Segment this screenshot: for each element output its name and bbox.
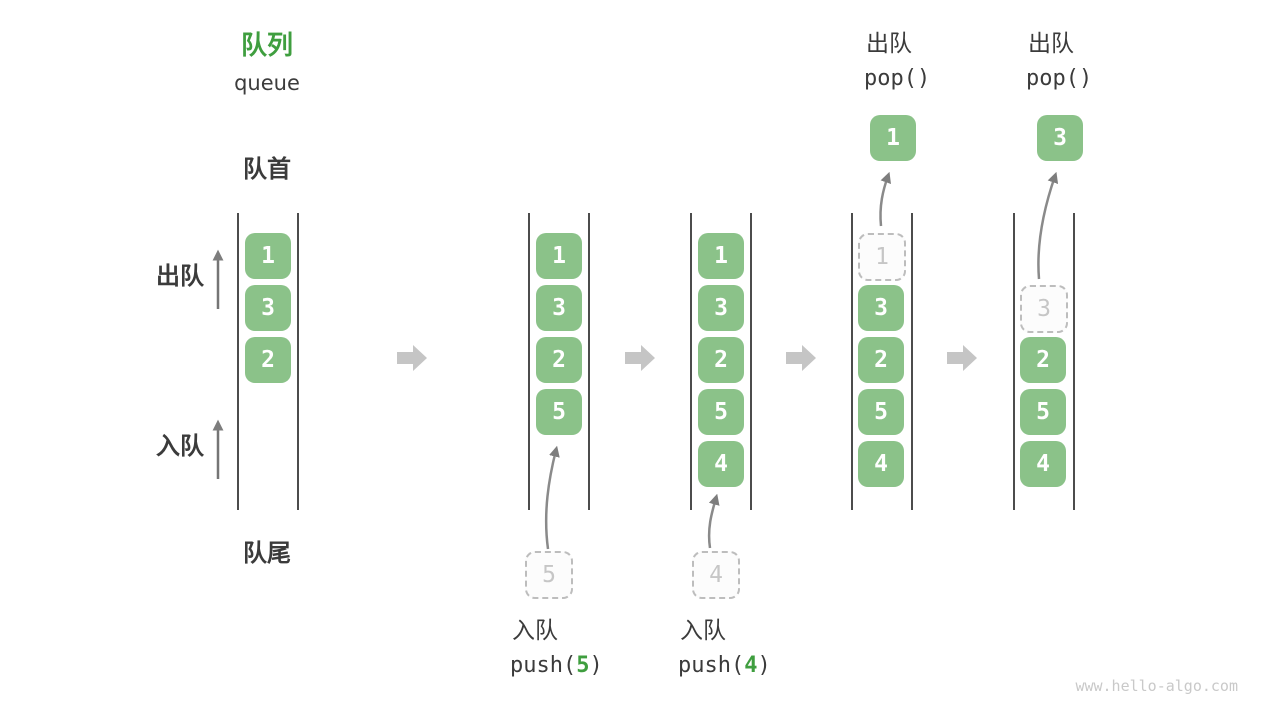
op-push-4: 入队 push(4) [678,617,771,680]
queue-front-label: 队首 [243,155,291,183]
op-pop-2: 出队 pop() [1026,30,1092,93]
op-push-5: 入队 push(5) [510,617,603,680]
side-dequeue-label: 出队 [156,262,204,290]
op-label: 出队 [866,31,912,57]
queue-item: 1 [698,233,744,279]
op-code: pop() [1026,66,1093,91]
queue-wall-line [297,213,299,510]
queue-wall-line [1073,213,1075,510]
op-code: push(5) [510,653,603,678]
op-code: push(4) [678,653,771,678]
step-arrow-icon [625,345,655,371]
op-label: 出队 [1028,31,1074,57]
queue-wall-line [750,213,752,510]
step-arrow-icon [947,345,977,371]
queue-item-ghost: 1 [858,233,906,281]
op-label: 入队 [512,618,558,644]
queue-item: 1 [536,233,582,279]
queue-item: 1 [245,233,291,279]
queue-item: 2 [858,337,904,383]
queue-rear-label: 队尾 [243,539,291,567]
diagram-title-en: queue [234,71,300,95]
queue-wall-line [528,213,530,510]
pop1-arrow-icon [879,171,891,227]
queue-item: 5 [698,389,744,435]
diagram-title-zh: 队列 [240,31,293,61]
queue-item: 2 [536,337,582,383]
queue-wall-line [588,213,590,510]
op-arg: 5 [576,653,590,678]
queue-item: 3 [536,285,582,331]
op-arg: 4 [744,653,758,678]
queue-item: 2 [698,337,744,383]
queue-item: 2 [245,337,291,383]
popped-item: 1 [870,115,916,161]
staged-item: 5 [525,551,573,599]
op-code: pop() [864,66,931,91]
queue-item: 5 [1020,389,1066,435]
side-enqueue-label: 入队 [156,432,204,460]
queue-wall-line [851,213,853,510]
queue-item: 2 [1020,337,1066,383]
op-pop-1: 出队 pop() [864,30,930,93]
queue-wall-line [1013,213,1015,510]
queue-item: 3 [858,285,904,331]
queue-item: 4 [1020,441,1066,487]
step-arrow-icon [397,345,427,371]
queue-item: 4 [698,441,744,487]
watermark: www.hello-algo.com [1075,677,1238,695]
queue-wall-line [237,213,239,510]
op-label: 入队 [680,618,726,644]
pop2-arrow-icon [1037,171,1059,280]
queue-wall-line [690,213,692,510]
queue-wall-line [911,213,913,510]
queue-item: 4 [858,441,904,487]
queue-item: 5 [858,389,904,435]
queue-item: 5 [536,389,582,435]
popped-item: 3 [1037,115,1083,161]
push4-arrow-icon [707,493,720,549]
queue-item-ghost: 3 [1020,285,1068,333]
queue-item: 3 [245,285,291,331]
step-arrow-icon [786,345,816,371]
queue-item: 3 [698,285,744,331]
staged-item: 4 [692,551,740,599]
push5-arrow-icon [544,445,560,550]
